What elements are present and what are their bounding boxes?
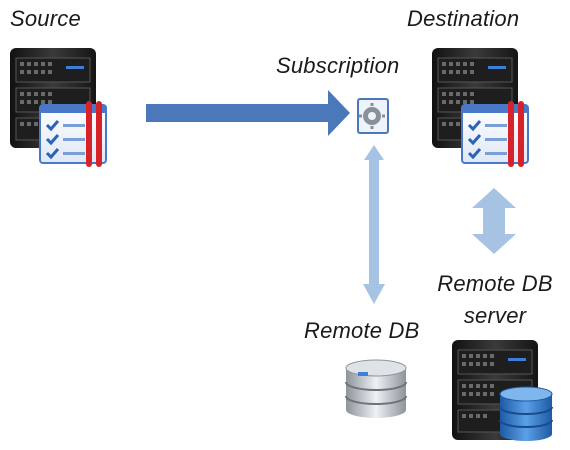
subscription-remote-db-arrow <box>363 145 385 304</box>
remote-db-server-label: Remote DB server <box>425 268 565 332</box>
remote-db-server-label-line2: server <box>463 303 527 328</box>
destination-server-icon <box>431 47 530 169</box>
replication-arrow <box>146 90 350 136</box>
remote-db-label: Remote DB <box>304 318 420 343</box>
destination-label: Destination <box>407 6 520 31</box>
source-server-icon <box>9 47 108 169</box>
remote-db-server-label-line1: Remote DB <box>437 271 553 296</box>
remote-db-server-icon <box>451 339 553 441</box>
subscription-label: Subscription <box>276 53 400 78</box>
subscription-gear-icon <box>357 98 389 134</box>
destination-remote-server-arrow <box>472 188 516 254</box>
source-label: Source <box>10 6 81 31</box>
remote-db-icon <box>345 359 407 418</box>
